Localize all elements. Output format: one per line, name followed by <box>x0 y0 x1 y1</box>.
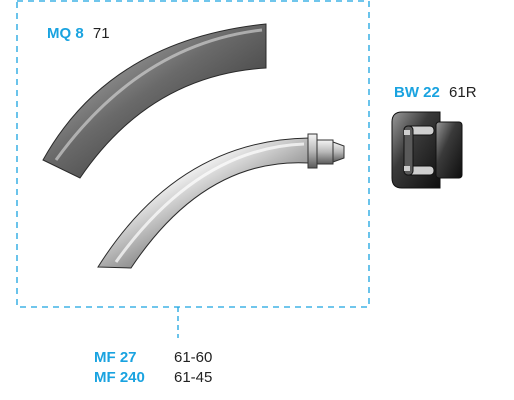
mf240-number: 61-45 <box>174 369 213 386</box>
mq-label: MQ 8 71 <box>47 25 110 43</box>
mf-fitting-body <box>316 139 334 165</box>
bw-code: BW 22 <box>394 84 440 101</box>
mf240-code: MF 240 <box>94 369 145 386</box>
mf-fitting-tip <box>332 141 345 163</box>
bw-number: 61R <box>449 84 477 101</box>
mf27-label: MF 27 61-60 <box>94 349 212 367</box>
mq-curved-sleeve <box>42 23 267 179</box>
mf240-label: MF 240 61-45 <box>94 369 212 387</box>
bw-nut-coupling <box>391 111 463 189</box>
mq-code: MQ 8 <box>47 25 84 42</box>
mf27-number: 61-60 <box>174 349 213 366</box>
group-dashed-border <box>16 0 370 308</box>
mq-sleeve-highlight <box>54 28 263 161</box>
mf27-code: MF 27 <box>94 349 137 366</box>
mq-number: 71 <box>92 25 110 42</box>
mf-curved-neck <box>97 137 310 269</box>
mf-fitting-ring <box>307 133 318 169</box>
bw-label: BW 22 61R <box>394 84 477 102</box>
mf-neck-highlight <box>114 142 305 263</box>
